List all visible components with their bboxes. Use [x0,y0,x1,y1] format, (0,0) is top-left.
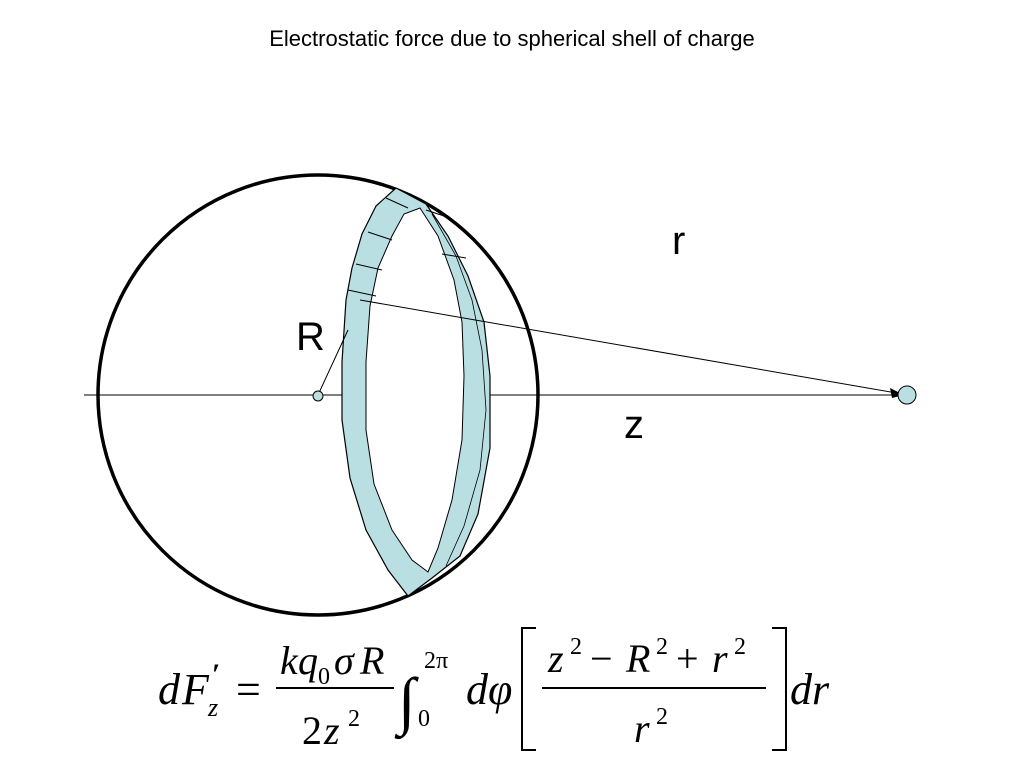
label-R: R [296,315,325,359]
ring-segment-divider [441,253,467,259]
ring-segment-divider [355,263,383,271]
ring-band-edge [431,213,487,567]
eq-den-z-exp: 2 [348,706,360,732]
eq-dr: dr [790,665,830,714]
ring-inner-opening [365,207,465,573]
ring-segment-divider [367,231,393,241]
eq-br-num-R-exp: 2 [656,634,668,660]
eq-br-num-R: R [625,636,650,681]
ring-segment-divider [385,197,409,209]
sphere-center-point [312,390,324,402]
eq-num-sigma: σ [334,638,355,683]
radius-R-line [317,329,349,396]
eq-lhs-sub: z [207,693,218,722]
eq-dphi-phi: φ [488,665,512,714]
eq-br-num-z: z [547,636,564,681]
eq-br-num-minus: − [590,636,613,681]
distance-r-line [359,299,903,395]
eq-integral-lower: 0 [418,706,430,732]
eq-br-den-r-exp: 2 [656,704,668,730]
eq-equals: = [236,665,261,714]
eq-br-den-r: r [634,706,650,751]
force-equation: d F ′ z = k q 0 σ R 2 z 2 ∫ 2π 0 d φ [158,627,830,753]
eq-left-bracket [521,627,536,751]
eq-br-num-plus: + [676,636,699,681]
eq-num-R: R [359,638,384,683]
eq-integral-upper: 2π [424,648,448,674]
sphere-outline [96,173,540,617]
eq-br-num-r-exp: 2 [734,634,746,660]
eq-num-q: q [298,638,318,683]
eq-br-num-z-exp: 2 [570,634,582,660]
eq-den-2: 2 [302,708,322,753]
eq-lhs-prime: ′ [212,658,220,691]
eq-right-bracket [772,627,787,751]
label-r: r [672,219,685,263]
label-z: z [624,403,644,447]
eq-num-q-sub: 0 [318,664,330,690]
eq-den-z: z [323,708,340,753]
eq-num-k: k [280,638,299,683]
ring-segment-divider [425,209,445,217]
eq-lhs-d: d [158,665,181,714]
ring-segment-divider [347,289,377,297]
eq-integral-sign: ∫ [394,665,419,740]
test-charge-point [897,385,917,405]
eq-br-num-r: r [712,636,728,681]
slide-title: Electrostatic force due to spherical she… [269,26,755,51]
eq-lhs-F: F [181,665,210,714]
eq-dphi-d: d [466,665,489,714]
